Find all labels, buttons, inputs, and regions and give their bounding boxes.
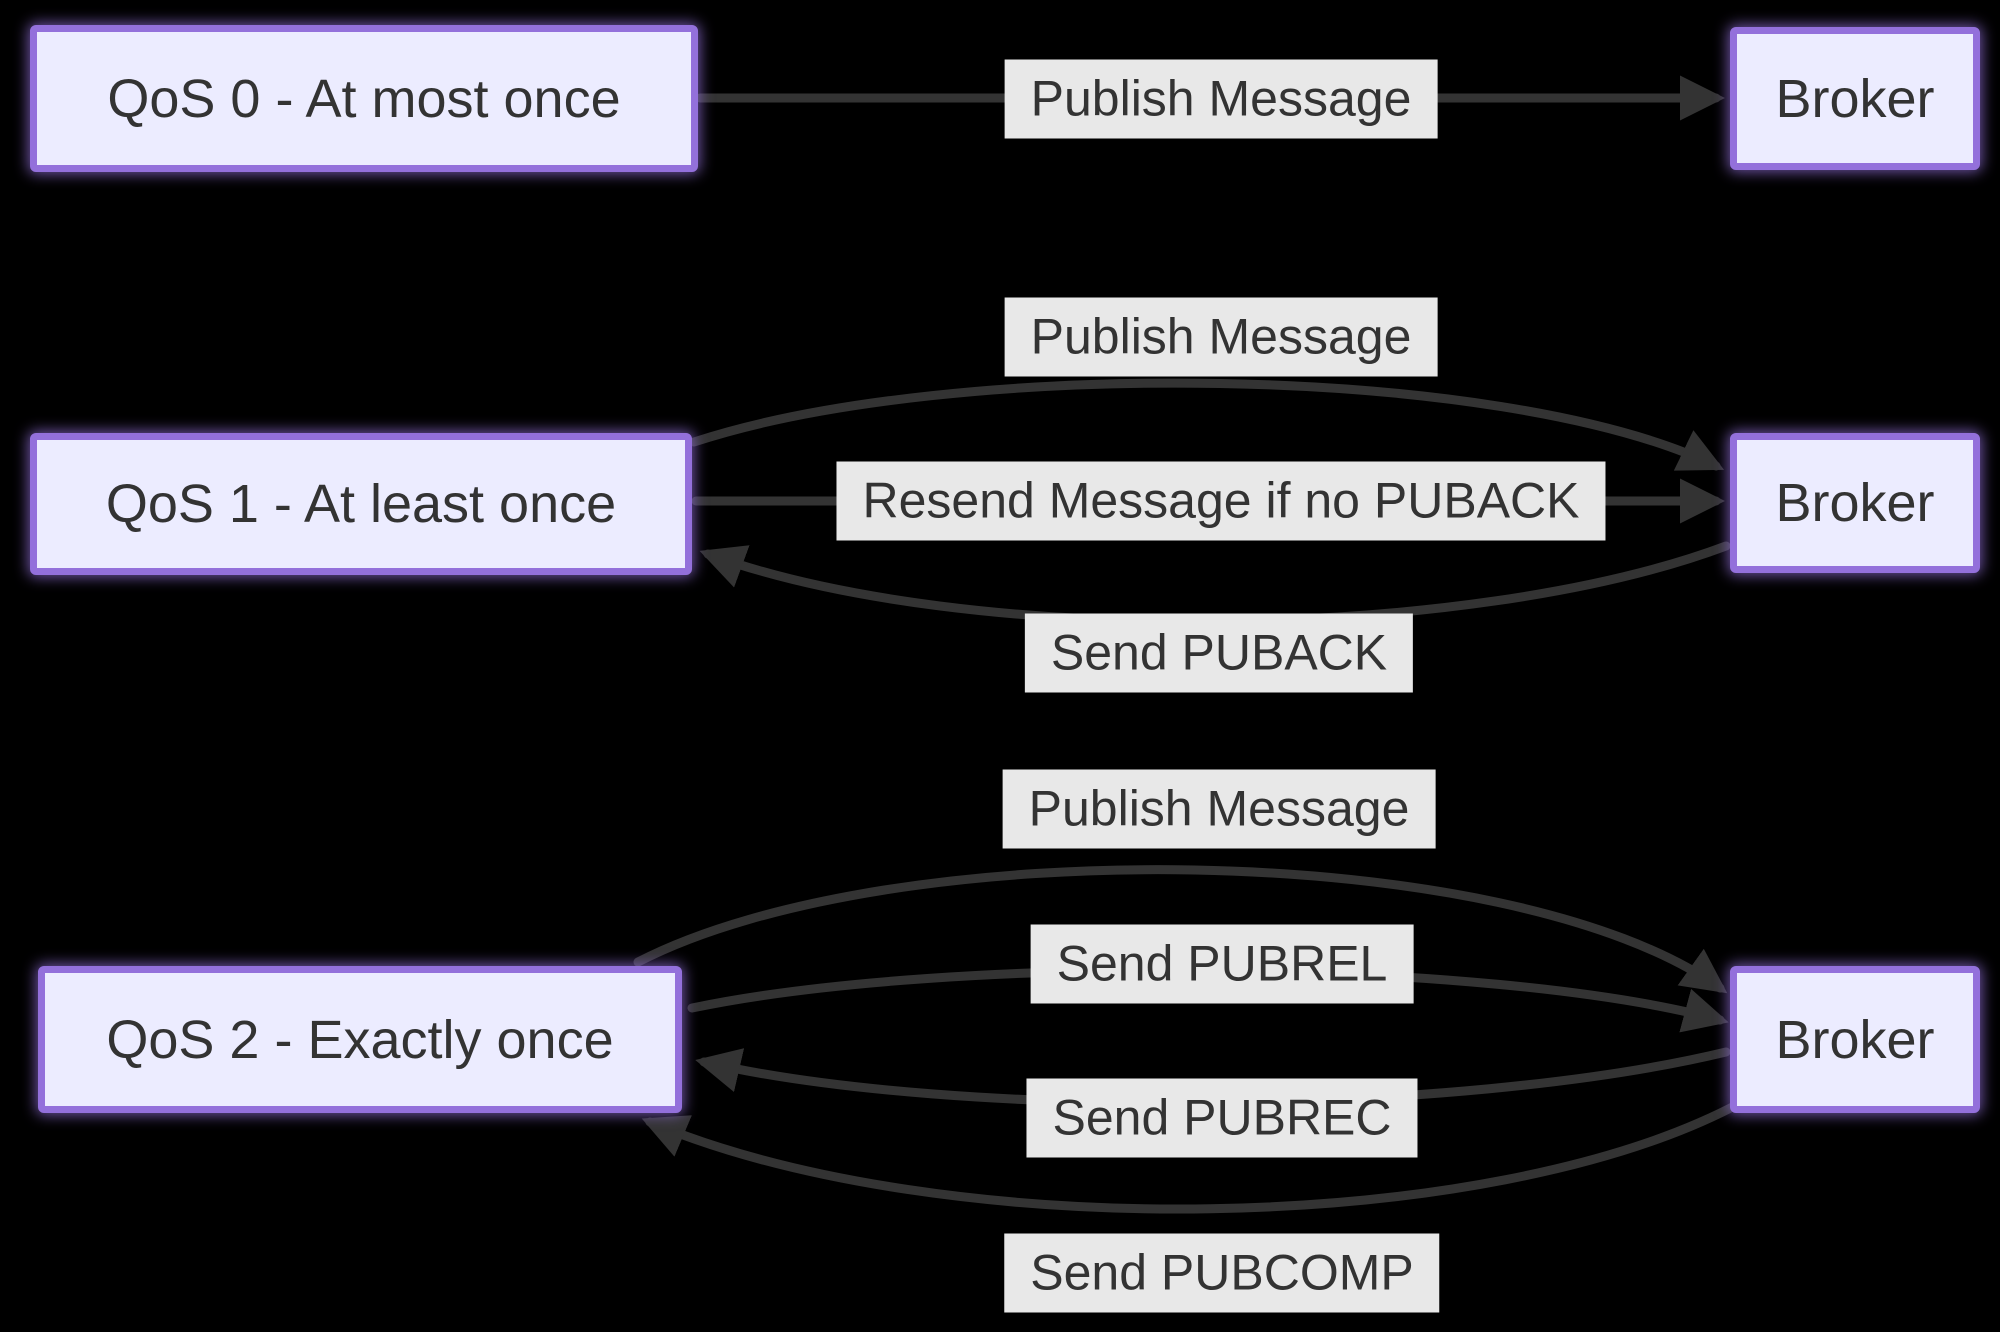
edge-label-qos2-send-pubrel: Send PUBREL: [1030, 924, 1414, 1004]
node-qos0-client: QoS 0 - At most once: [30, 25, 698, 172]
edge-label-qos2-send-pubrec: Send PUBREC: [1026, 1078, 1418, 1158]
node-qos2-broker: Broker: [1730, 966, 1980, 1113]
edge-label-qos1-send-puback: Send PUBACK: [1024, 613, 1414, 693]
node-qos1-broker: Broker: [1730, 433, 1980, 573]
edge-qos1-publish: [689, 378, 1725, 471]
node-qos2-client: QoS 2 - Exactly once: [38, 966, 682, 1113]
node-qos1-client: QoS 1 - At least once: [30, 433, 692, 575]
edge-label-qos2-send-pubcomp: Send PUBCOMP: [1004, 1233, 1440, 1313]
edge-qos1-send-puback: [699, 541, 1731, 626]
edge-label-qos1-publish: Publish Message: [1004, 297, 1438, 377]
node-qos0-broker: Broker: [1730, 27, 1980, 170]
edge-label-qos0-publish: Publish Message: [1004, 59, 1438, 139]
edge-label-qos2-publish: Publish Message: [1002, 769, 1436, 849]
edge-qos2-publish: [633, 865, 1728, 994]
edge-label-qos1-resend: Resend Message if no PUBACK: [836, 461, 1606, 541]
edge-qos2-send-pubcomp: [641, 1097, 1747, 1214]
